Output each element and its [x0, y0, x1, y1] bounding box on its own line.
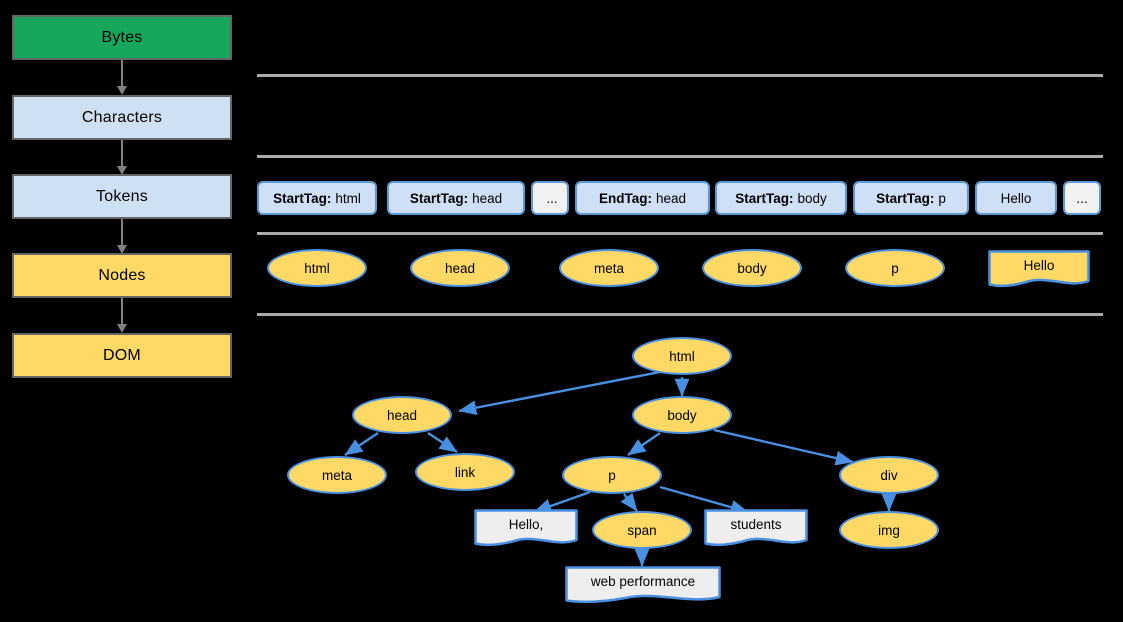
tree-node-label: span — [627, 522, 657, 538]
pipeline-arrow-characters-to-tokens — [121, 140, 123, 166]
node-label: body — [737, 260, 767, 276]
token-chip[interactable]: StartTag: body — [715, 181, 847, 215]
section-divider-top — [257, 74, 1103, 77]
token-chip-ellipsis[interactable]: ... — [1063, 181, 1101, 215]
tree-node-p[interactable]: p — [562, 456, 662, 494]
tree-node-html[interactable]: html — [632, 337, 732, 375]
pipeline-step-label: Bytes — [101, 28, 143, 46]
document-shape-icon — [474, 509, 578, 547]
pipeline-arrow-nodes-to-dom — [121, 298, 123, 324]
pipeline-step-characters[interactable]: Characters — [12, 95, 232, 140]
pipeline-step-label: Characters — [81, 108, 163, 126]
pipeline-step-dom[interactable]: DOM — [12, 333, 232, 378]
tree-node-span[interactable]: span — [592, 511, 692, 549]
node-chip-meta[interactable]: meta — [559, 249, 659, 287]
node-chip-head[interactable]: head — [410, 249, 510, 287]
token-prefix: StartTag: — [876, 190, 935, 206]
pipeline-arrow-bytes-to-characters — [121, 60, 123, 86]
tree-node-body[interactable]: body — [632, 396, 732, 434]
section-divider-nodes — [257, 232, 1103, 235]
tree-node-img[interactable]: img — [839, 511, 939, 549]
token-value: body — [797, 190, 827, 206]
token-prefix: StartTag: — [409, 190, 469, 206]
tree-text-node-students[interactable]: students — [704, 509, 808, 549]
node-chip-hello-text[interactable]: Hello — [988, 250, 1090, 290]
token-chip[interactable]: StartTag: p — [853, 181, 969, 215]
pipeline-arrow-tokens-to-nodes — [121, 219, 123, 245]
tree-node-label: body — [667, 407, 697, 423]
token-value: p — [938, 190, 946, 206]
tree-node-head[interactable]: head — [352, 396, 452, 434]
tree-text-node-web-performance[interactable]: web performance — [565, 566, 721, 606]
tree-node-label: link — [454, 464, 476, 480]
token-value: Hello — [1000, 190, 1032, 206]
node-label: head — [444, 260, 476, 276]
node-chip-p[interactable]: p — [845, 249, 945, 287]
token-chip[interactable]: StartTag: head — [387, 181, 525, 215]
tree-text-node-hello[interactable]: Hello, — [474, 509, 578, 549]
tree-node-label: p — [608, 467, 616, 483]
node-chip-html[interactable]: html — [267, 249, 367, 287]
node-label: p — [891, 260, 899, 276]
tree-node-label: div — [880, 467, 898, 483]
pipeline-step-tokens[interactable]: Tokens — [12, 174, 232, 219]
pipeline-step-label: DOM — [103, 346, 141, 364]
document-shape-icon — [704, 509, 808, 547]
token-chip-text[interactable]: Hello — [975, 181, 1057, 215]
pipeline-step-label: Tokens — [96, 187, 148, 205]
tree-node-div[interactable]: div — [839, 456, 939, 494]
tree-node-label: head — [386, 407, 418, 423]
tree-node-link[interactable]: link — [415, 453, 515, 491]
token-chip-ellipsis[interactable]: ... — [531, 181, 569, 215]
pipeline-step-bytes[interactable]: Bytes — [12, 15, 232, 60]
node-chip-body[interactable]: body — [702, 249, 802, 287]
tree-node-label: meta — [321, 467, 352, 483]
document-shape-icon — [988, 250, 1090, 288]
section-divider-dom — [257, 313, 1103, 316]
token-value: ... — [1076, 190, 1088, 206]
token-prefix: StartTag: — [273, 190, 332, 206]
tree-node-label: img — [878, 522, 900, 538]
section-divider-tokens — [257, 155, 1103, 158]
tree-node-meta[interactable]: meta — [287, 456, 387, 494]
node-label: meta — [593, 260, 624, 276]
pipeline-step-nodes[interactable]: Nodes — [12, 253, 232, 298]
token-chip[interactable]: EndTag: head — [575, 181, 710, 215]
token-prefix: EndTag: — [598, 190, 652, 206]
token-value: html — [335, 190, 361, 206]
tree-node-label: html — [669, 348, 695, 364]
token-value: head — [472, 190, 503, 206]
token-prefix: StartTag: — [735, 190, 794, 206]
node-label: html — [304, 260, 330, 276]
document-shape-icon — [565, 566, 721, 604]
pipeline-step-label: Nodes — [98, 266, 146, 284]
token-value: head — [655, 190, 687, 206]
token-chip[interactable]: StartTag: html — [257, 181, 377, 215]
token-value: ... — [546, 190, 558, 206]
